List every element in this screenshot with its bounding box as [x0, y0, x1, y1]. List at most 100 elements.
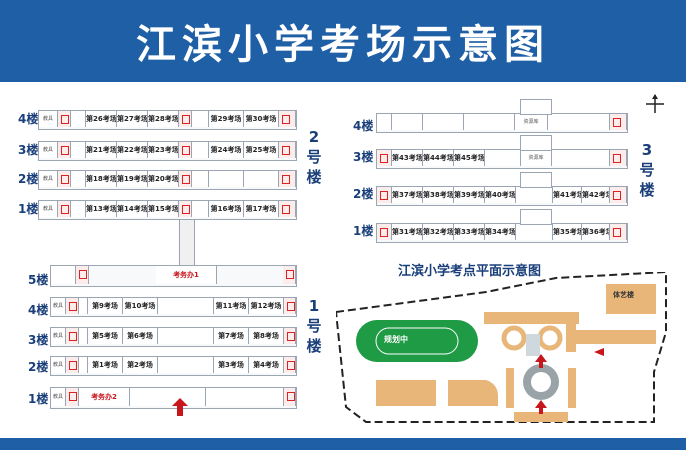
corridor-connector: [179, 219, 195, 267]
b1-floor-2-row: 教具 第1考场 第2考场 第3考场 第4考场: [50, 356, 297, 376]
building3-char2: 楼: [639, 181, 655, 199]
building1-char2: 楼: [306, 337, 322, 355]
exam-room: 第12考场: [249, 298, 284, 314]
exam-room: 第14考场: [117, 201, 148, 217]
b2-floor-1-row: 教具 第13考场 第14考场 第15考场 第16考场 第17考场: [38, 200, 297, 220]
exam-room: 第18考场: [86, 171, 117, 187]
exam-room: 第27考场: [117, 111, 148, 127]
exam-room: 第42考场: [582, 187, 610, 203]
exam-room: 第4考场: [249, 357, 284, 373]
b3-floor-3-label: 3楼: [353, 150, 374, 164]
field-label: 规划中: [384, 335, 408, 344]
building2-number: 2: [308, 128, 320, 146]
b1-floor-3-row: 教具 第5考场 第6考场 第7考场 第8考场: [50, 327, 297, 347]
stair-icon: [179, 201, 192, 217]
exam-room: 第21考场: [86, 142, 117, 158]
sports-field: [356, 320, 478, 362]
stair-icon: [377, 187, 392, 203]
stair-icon: [66, 328, 79, 344]
b2-floor-4-label: 4楼: [18, 112, 39, 126]
b3-floor-4-label: 4楼: [353, 119, 374, 133]
stair-icon: [610, 150, 627, 166]
stair-icon: [279, 201, 296, 217]
b3-annex-4: [520, 99, 552, 115]
entrance-arrow-icon: [172, 398, 188, 416]
b3-floor-1-row: 第31考场 第32考场 第33考场 第34考场 第35考场 第36考场: [376, 223, 628, 243]
b3-annex-2: [520, 172, 552, 188]
b1-floor-2-label: 2楼: [28, 360, 49, 374]
exam-room: 第16考场: [209, 201, 244, 217]
exam-room: 第1考场: [88, 357, 123, 373]
building1-number: 1: [308, 297, 320, 315]
stair-icon: [58, 201, 71, 217]
plan-title: 江滨小学考点平面示意图: [398, 264, 542, 279]
exam-room: 第41考场: [553, 187, 582, 203]
compass-icon: [646, 94, 664, 113]
b1-floor-5-row: 考务办1: [50, 265, 297, 287]
building2-char1: 号: [306, 148, 322, 166]
stair-icon: [610, 224, 627, 240]
b3-annex-3: [520, 135, 552, 151]
exam-office-1: 考务办1: [156, 266, 217, 284]
stair-icon: [76, 266, 89, 284]
exam-room: 第31考场: [392, 224, 423, 240]
b1-floor-1-label: 1楼: [28, 392, 49, 406]
stair-icon: [58, 111, 71, 127]
stair-icon: [279, 171, 296, 187]
building2-char2: 楼: [306, 168, 322, 186]
exam-room: 第7考场: [214, 328, 249, 344]
page-title: 江滨小学考场示意图: [136, 22, 550, 68]
exam-room: 第34考场: [485, 224, 516, 240]
stair-icon: [610, 114, 627, 130]
stair-icon: [610, 187, 627, 203]
exam-room: 第37考场: [392, 187, 423, 203]
exam-room: 第17考场: [244, 201, 279, 217]
exam-room: 第39考场: [454, 187, 485, 203]
exam-room: 第6考场: [123, 328, 158, 344]
stair-icon: [279, 142, 296, 158]
building2-label: 2 号 楼: [303, 127, 325, 187]
exam-room: 第40考场: [485, 187, 516, 203]
b1-floor-4-row: 教具 第9考场 第10考场 第11考场 第12考场: [50, 297, 297, 317]
exam-room: 第13考场: [86, 201, 117, 217]
stair-icon: [179, 142, 192, 158]
exam-room: 第24考场: [209, 142, 244, 158]
stair-icon: [284, 298, 296, 314]
stair-icon: [58, 142, 71, 158]
exam-room: 第36考场: [582, 224, 610, 240]
building3-number: 3: [641, 141, 653, 159]
stair-icon: [279, 111, 296, 127]
building-block: [376, 380, 436, 406]
exam-room: 第29考场: [209, 111, 244, 127]
exam-room: 第5考场: [88, 328, 123, 344]
exam-room: 第9考场: [88, 298, 123, 314]
exam-office-2: 考务办2: [79, 388, 130, 406]
stair-icon: [284, 388, 296, 406]
stair-icon: [377, 224, 392, 240]
stair-icon: [66, 357, 79, 373]
exam-room: 第43考场: [392, 150, 423, 166]
exam-room: 第44考场: [423, 150, 454, 166]
b1-floor-5-label: 5楼: [28, 273, 49, 287]
exam-room: 第28考场: [148, 111, 179, 127]
b2-floor-2-row: 教具 第18考场 第19考场 第20考场: [38, 170, 297, 190]
exam-room: 第38考场: [423, 187, 454, 203]
gym-label: 体艺楼: [613, 291, 634, 299]
b2-floor-1-label: 1楼: [18, 202, 39, 216]
gate-arrow-icon: [535, 400, 547, 414]
exam-room: 第30考场: [244, 111, 279, 127]
b2-floor-2-label: 2楼: [18, 172, 39, 186]
exam-room: 第2考场: [123, 357, 158, 373]
building1-char1: 号: [306, 317, 322, 335]
b1-floor-3-label: 3楼: [28, 333, 49, 347]
title-banner: [0, 0, 686, 82]
b1-floor-1-row: 教具 考务办2: [50, 387, 297, 409]
building3-label: 3 号 楼: [636, 140, 658, 200]
exam-room: 第32考场: [423, 224, 454, 240]
exam-room: 第45考场: [454, 150, 485, 166]
exam-room: 第3考场: [214, 357, 249, 373]
exam-room: 第33考场: [454, 224, 485, 240]
exam-room: 第8考场: [249, 328, 284, 344]
stair-icon: [179, 111, 192, 127]
exam-room: 第26考场: [86, 111, 117, 127]
